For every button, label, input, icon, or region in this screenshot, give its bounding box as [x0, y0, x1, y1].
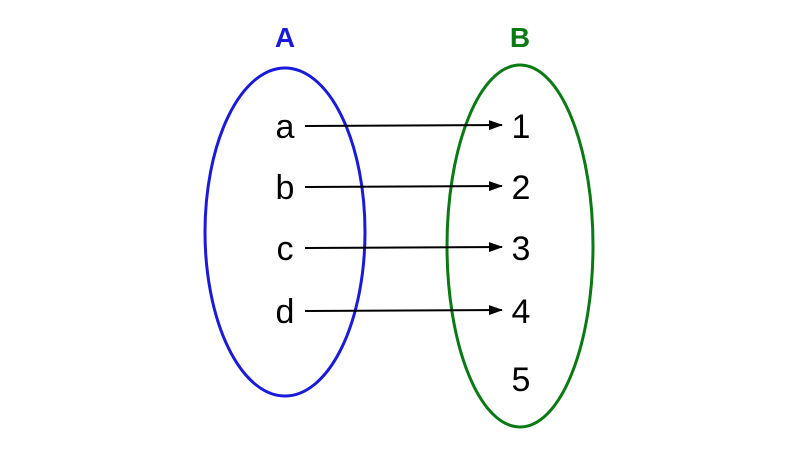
set-b-elements: 1 2 3 4 5	[512, 108, 531, 399]
set-b-element: 3	[512, 230, 531, 268]
set-a-elements: a b c d	[276, 108, 295, 331]
set-a-element: a	[276, 108, 295, 146]
arrow-c-to-3	[304, 242, 503, 253]
set-b-title: B	[510, 22, 530, 53]
set-a-element: d	[276, 293, 295, 331]
set-b-element: 4	[512, 293, 531, 331]
set-b-ellipse	[445, 63, 595, 429]
set-a-element: c	[277, 230, 294, 268]
arrow-a-to-1	[304, 120, 503, 131]
set-b-element: 1	[512, 108, 531, 146]
arrow-d-to-4	[304, 305, 503, 316]
set-a-ellipse	[203, 66, 367, 398]
arrow-b-to-2	[304, 181, 503, 192]
set-a-title: A	[275, 22, 295, 53]
set-a-element: b	[276, 169, 295, 207]
mapping-arrows	[304, 120, 503, 316]
set-b-element: 2	[512, 169, 531, 207]
set-b-element: 5	[512, 361, 531, 399]
